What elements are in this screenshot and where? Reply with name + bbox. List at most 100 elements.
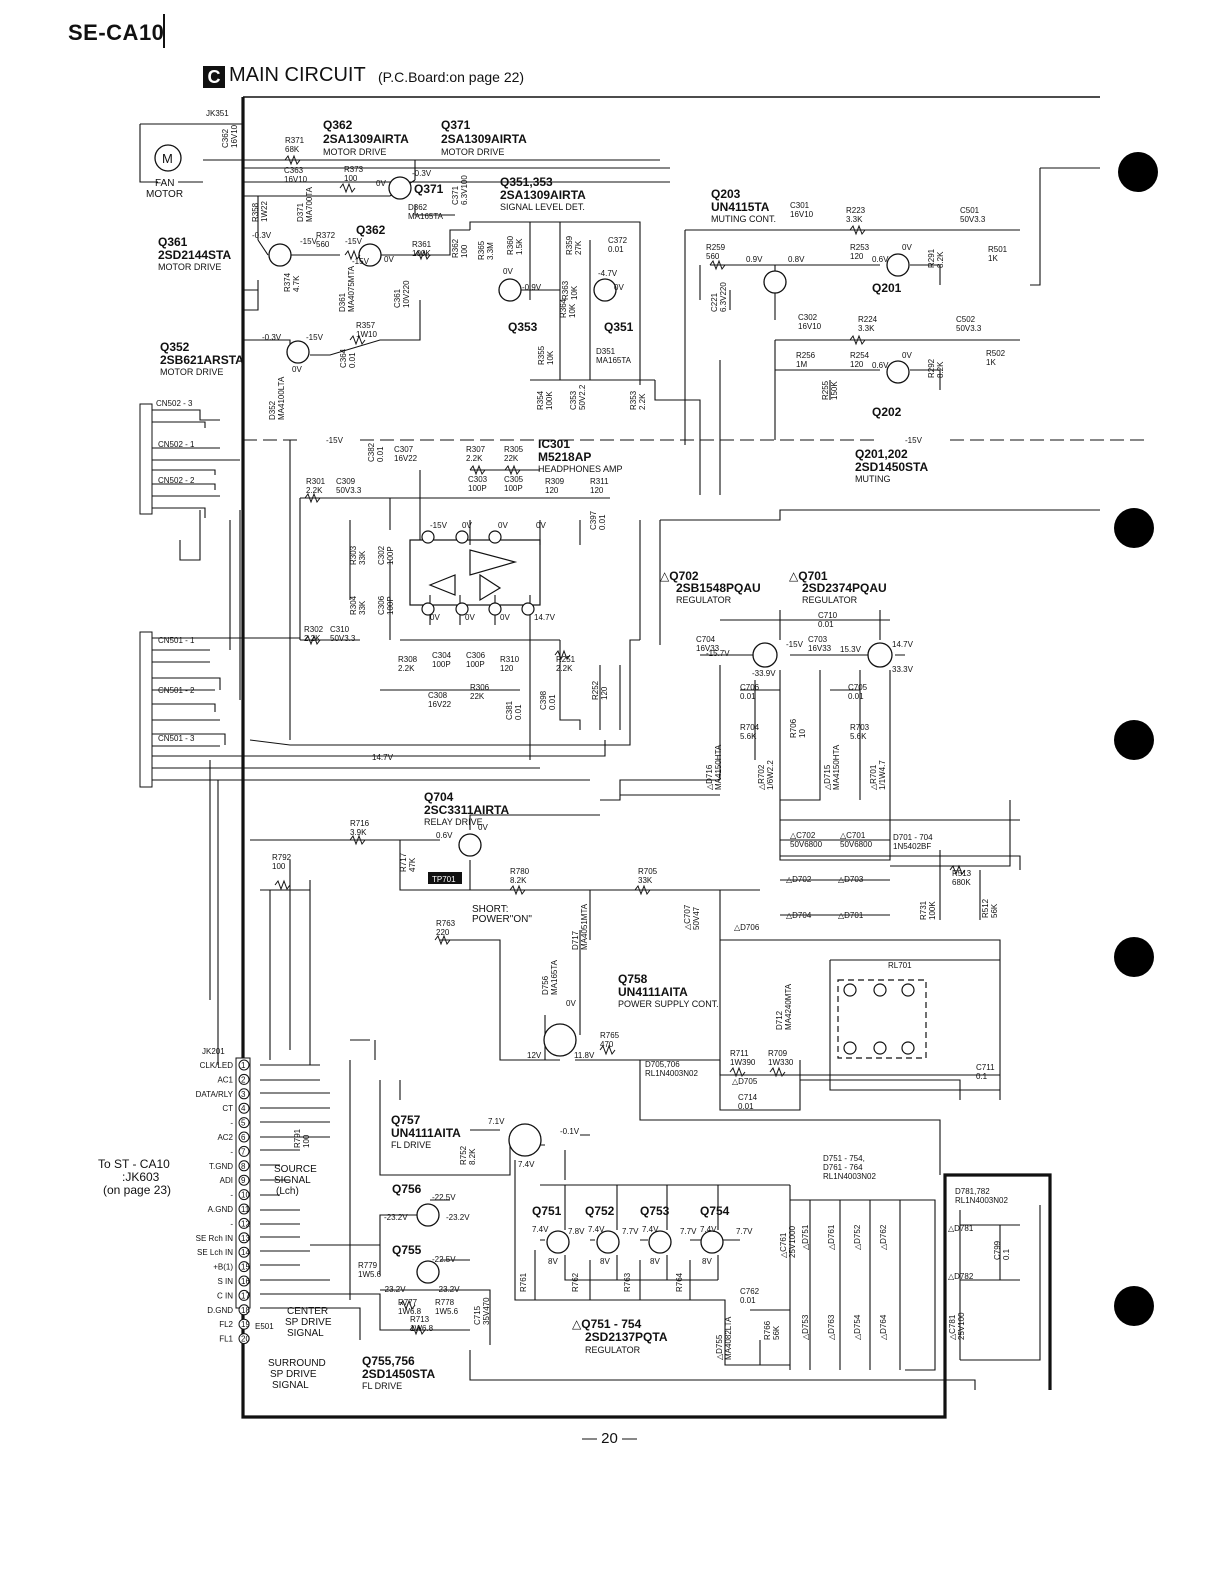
- d712-ref: D712: [775, 1010, 784, 1030]
- jk351-label: JK351: [206, 109, 229, 118]
- jk201-pin-6: AC2: [217, 1133, 233, 1142]
- voltage-34: 33.3V: [892, 665, 914, 674]
- r763-ref: R763: [436, 919, 456, 928]
- voltage-45: -23.2V: [446, 1213, 470, 1222]
- q201-tag: Q201: [872, 281, 902, 295]
- r764-ref: R764: [675, 1272, 684, 1292]
- q755-756-ref: Q755,756: [362, 1354, 415, 1368]
- punch-hole-1: [1118, 152, 1158, 192]
- r306-value: 22K: [470, 692, 485, 701]
- d751-label3: RL1N4003N02: [823, 1172, 876, 1181]
- r752-ref: R752: [459, 1145, 468, 1165]
- r766-value: 56K: [772, 1325, 781, 1340]
- voltage-7: -15V: [306, 333, 324, 342]
- c309-ref: C309: [336, 477, 356, 486]
- resistor-marks: [274, 154, 966, 1336]
- r513-ref: R513: [952, 869, 972, 878]
- r251-ref: R251: [556, 655, 576, 664]
- r703-ref: R703: [850, 723, 870, 732]
- cn501-1-label: CN501 - 1: [158, 636, 195, 645]
- jk201-pin-1-circle: [238, 1059, 250, 1071]
- q371-part: 2SA1309AIRTA: [441, 132, 527, 146]
- jk201-pin-6-circle: [238, 1131, 250, 1143]
- voltage-3: -0.3V: [252, 231, 272, 240]
- r309-ref: R309: [545, 477, 565, 486]
- c362-ref: C362: [221, 128, 230, 148]
- jk201-pin-19-number: 19: [241, 1320, 250, 1329]
- d716-value: MA4150HTA: [714, 744, 723, 790]
- jk201-pin-19: FL2: [219, 1320, 233, 1329]
- d755-value: MA4082LTA: [724, 1316, 733, 1360]
- r309-value: 120: [545, 486, 559, 495]
- r372-value: 560: [316, 240, 330, 249]
- d761x-ref: △D761: [827, 1224, 836, 1250]
- r354-ref: R354: [536, 390, 545, 410]
- q753-tag: Q753: [640, 1204, 670, 1218]
- q351-part: 2SA1309AIRTA: [500, 188, 586, 202]
- jk201-pin-8: T.GND: [209, 1162, 233, 1171]
- surround-label2: SP DRIVE: [270, 1369, 317, 1380]
- r706-value: 10: [798, 729, 807, 738]
- r716-ref: R716: [350, 819, 370, 828]
- lch-label: (Lch): [276, 1186, 299, 1197]
- r251-value: 2.2K: [556, 664, 573, 673]
- d754x-ref: △D754: [853, 1314, 862, 1340]
- d751-label: D751 - 754,: [823, 1154, 865, 1163]
- r305-ref: R305: [504, 445, 524, 454]
- q758-part: UN4111AITA: [618, 985, 688, 999]
- r362-ref: R362: [451, 238, 460, 258]
- voltage-11: 0V: [503, 267, 513, 276]
- q201-part: 2SD1450STA: [855, 460, 928, 474]
- d362-value: MA165TA: [408, 212, 444, 221]
- r301-value: 2.2K: [306, 486, 323, 495]
- header-rule: [163, 14, 165, 48]
- jk201-pin-2-number: 2: [241, 1075, 246, 1084]
- jk201-pin-5-circle: [238, 1117, 250, 1129]
- c372-value: 0.01: [608, 245, 624, 254]
- voltage-59: 8V: [650, 1257, 660, 1266]
- r359-value: 27K: [574, 240, 583, 255]
- ic301-part: M5218AP: [538, 450, 591, 464]
- jk201-pin-20-number: 20: [241, 1335, 250, 1344]
- voltage-2: -0.3V: [412, 169, 432, 178]
- c361-ref: C361: [393, 288, 402, 308]
- jk201-pin-16-circle: [238, 1275, 250, 1287]
- jk201-pin-12-number: 12: [241, 1219, 250, 1228]
- voltage-31: 15.3V: [840, 645, 862, 654]
- d762x-ref: △D762: [879, 1224, 888, 1250]
- short-label: SHORT:: [472, 904, 509, 915]
- c501-ref: C501: [960, 206, 980, 215]
- section-letter-badge: C: [203, 66, 225, 88]
- rl701-label: RL701: [888, 961, 912, 970]
- jk201-pin-3-number: 3: [241, 1090, 246, 1099]
- voltage-5: -15V: [345, 237, 363, 246]
- c307-value: 16V22: [394, 454, 418, 463]
- jk201-pin-18: D.GND: [207, 1306, 233, 1315]
- r357-value: 1W10: [356, 330, 377, 339]
- motor-letter: M: [162, 151, 173, 166]
- jk201-pin-3: DATA/RLY: [196, 1090, 234, 1099]
- voltage-55: 7.4V: [700, 1225, 717, 1234]
- q701-ref: △Q701: [789, 569, 828, 583]
- d703-ref: △D703: [838, 875, 864, 884]
- r765-ref: R765: [600, 1031, 620, 1040]
- neg15v-bus-left: -15V: [326, 436, 344, 445]
- r364-value: 10K: [568, 303, 577, 318]
- r224-ref: R224: [858, 315, 878, 324]
- d755-ref: △D755: [715, 1334, 724, 1360]
- fan-label: FAN: [155, 178, 174, 189]
- r253-value: 120: [850, 252, 864, 261]
- c781-ref: △C781: [948, 1314, 957, 1340]
- r512-ref: R512: [981, 898, 990, 918]
- jk201-pin-10-number: 10: [241, 1191, 250, 1200]
- c715-ref: C715: [473, 1305, 482, 1325]
- c707-value: 50V47: [692, 906, 701, 930]
- voltage-41: -0.1V: [560, 1127, 580, 1136]
- c301-value: 16V10: [790, 210, 814, 219]
- r791-ref: R791: [293, 1128, 302, 1148]
- r292-ref: R292: [927, 358, 936, 378]
- r702-value: 1/6W2.2: [766, 760, 775, 790]
- q362-role: MOTOR DRIVE: [323, 147, 386, 157]
- r353-value: 2.2K: [638, 393, 647, 410]
- q751-754-part: 2SD2137PQTA: [585, 1330, 668, 1344]
